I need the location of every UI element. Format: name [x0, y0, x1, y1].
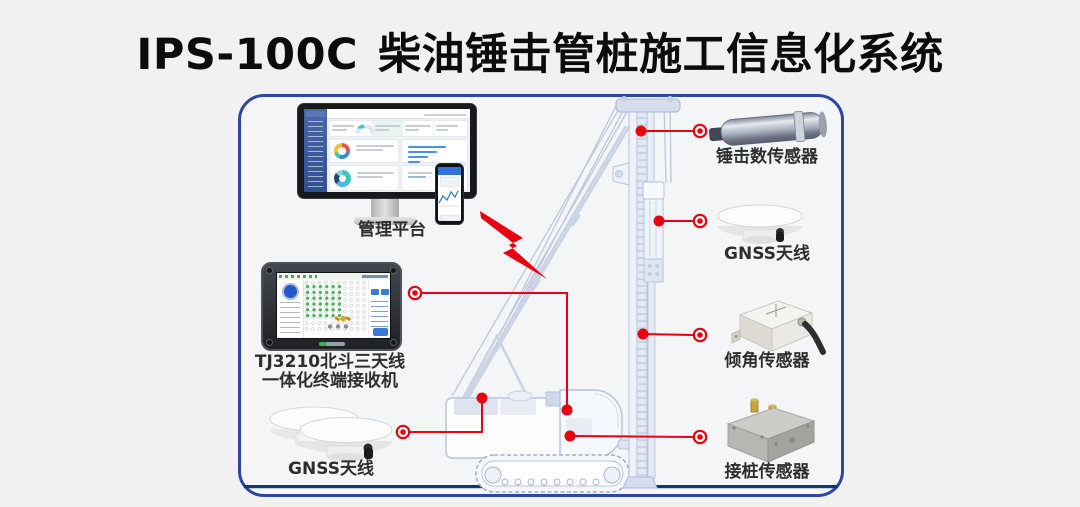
donut-card-1 [329, 139, 399, 163]
satellite-icon [335, 315, 352, 322]
hammer-count-sensor-image [708, 110, 827, 146]
diesel-hammer [642, 181, 665, 283]
management-platform-label: 管理平台 [358, 220, 426, 240]
tilt-sensor-image [731, 300, 826, 355]
pile-joint-sensor-image [726, 398, 816, 463]
smartphone [435, 163, 464, 225]
gnss-dome-front [299, 417, 393, 461]
lightning-icon [480, 211, 547, 279]
monitor-base [354, 217, 416, 225]
satellite-screen [276, 272, 391, 339]
crane-boom [444, 119, 635, 431]
dashboard-sidebar [304, 109, 327, 192]
crawler-track [475, 454, 630, 493]
phone-app-header [438, 167, 461, 175]
gnss-antenna-right-label: GNSS天线 [724, 244, 810, 264]
donut-chart-2 [334, 170, 351, 187]
dashboard-logo [306, 111, 325, 117]
screen-button [373, 328, 388, 336]
gnss-antenna-left-label: GNSS天线 [288, 459, 374, 479]
mast-foot [622, 476, 658, 489]
dashboard-menu [308, 121, 323, 188]
gantry-frame [460, 333, 530, 401]
dashboard-stats-card [329, 120, 468, 137]
connector-lines [409, 130, 694, 438]
satellite-grid-active [305, 284, 343, 317]
satellite-grid [304, 280, 368, 331]
dashboard-header [327, 109, 470, 119]
dashboard-content [327, 109, 470, 192]
tablet-brand-logo [318, 342, 345, 346]
gnss-antenna-image [717, 204, 803, 244]
hammer-count-sensor-label: 锤击数传感器 [716, 147, 818, 167]
terminal-receiver-label-line2: 一体化终端接收机 [262, 371, 398, 391]
monitor-stand [371, 197, 399, 218]
donut-card-2 [329, 165, 399, 191]
product-model: IPS-100C [136, 30, 359, 80]
donut-chart-1 [334, 143, 350, 159]
phone-line-chart [438, 190, 459, 207]
terminal-receiver-label-line1: TJ3210北斗三天线 [254, 352, 406, 372]
machine-body [445, 389, 649, 459]
page-title: IPS-100C 柴油锤击管桩施工信息化系统 [0, 20, 1080, 82]
controls-panel [368, 280, 390, 338]
tilt-sensor-label: 倾角传感器 [724, 351, 810, 371]
terminal-receiver-label: TJ3210北斗三天线 一体化终端接收机 [252, 353, 408, 391]
product-name: 柴油锤击管桩施工信息化系统 [378, 30, 944, 80]
bar-card [401, 139, 468, 163]
beidou-terminal-tablet [261, 262, 402, 351]
connector-targets [395, 123, 708, 445]
skyplot-panel [277, 280, 304, 338]
phone-screen [438, 167, 461, 221]
connector-dots [476, 125, 665, 442]
skyplot-circle [281, 283, 299, 300]
pile-mast [612, 96, 681, 489]
gauge-chart [355, 124, 374, 133]
pile-joint-sensor-label: 接桩传感器 [724, 462, 810, 482]
